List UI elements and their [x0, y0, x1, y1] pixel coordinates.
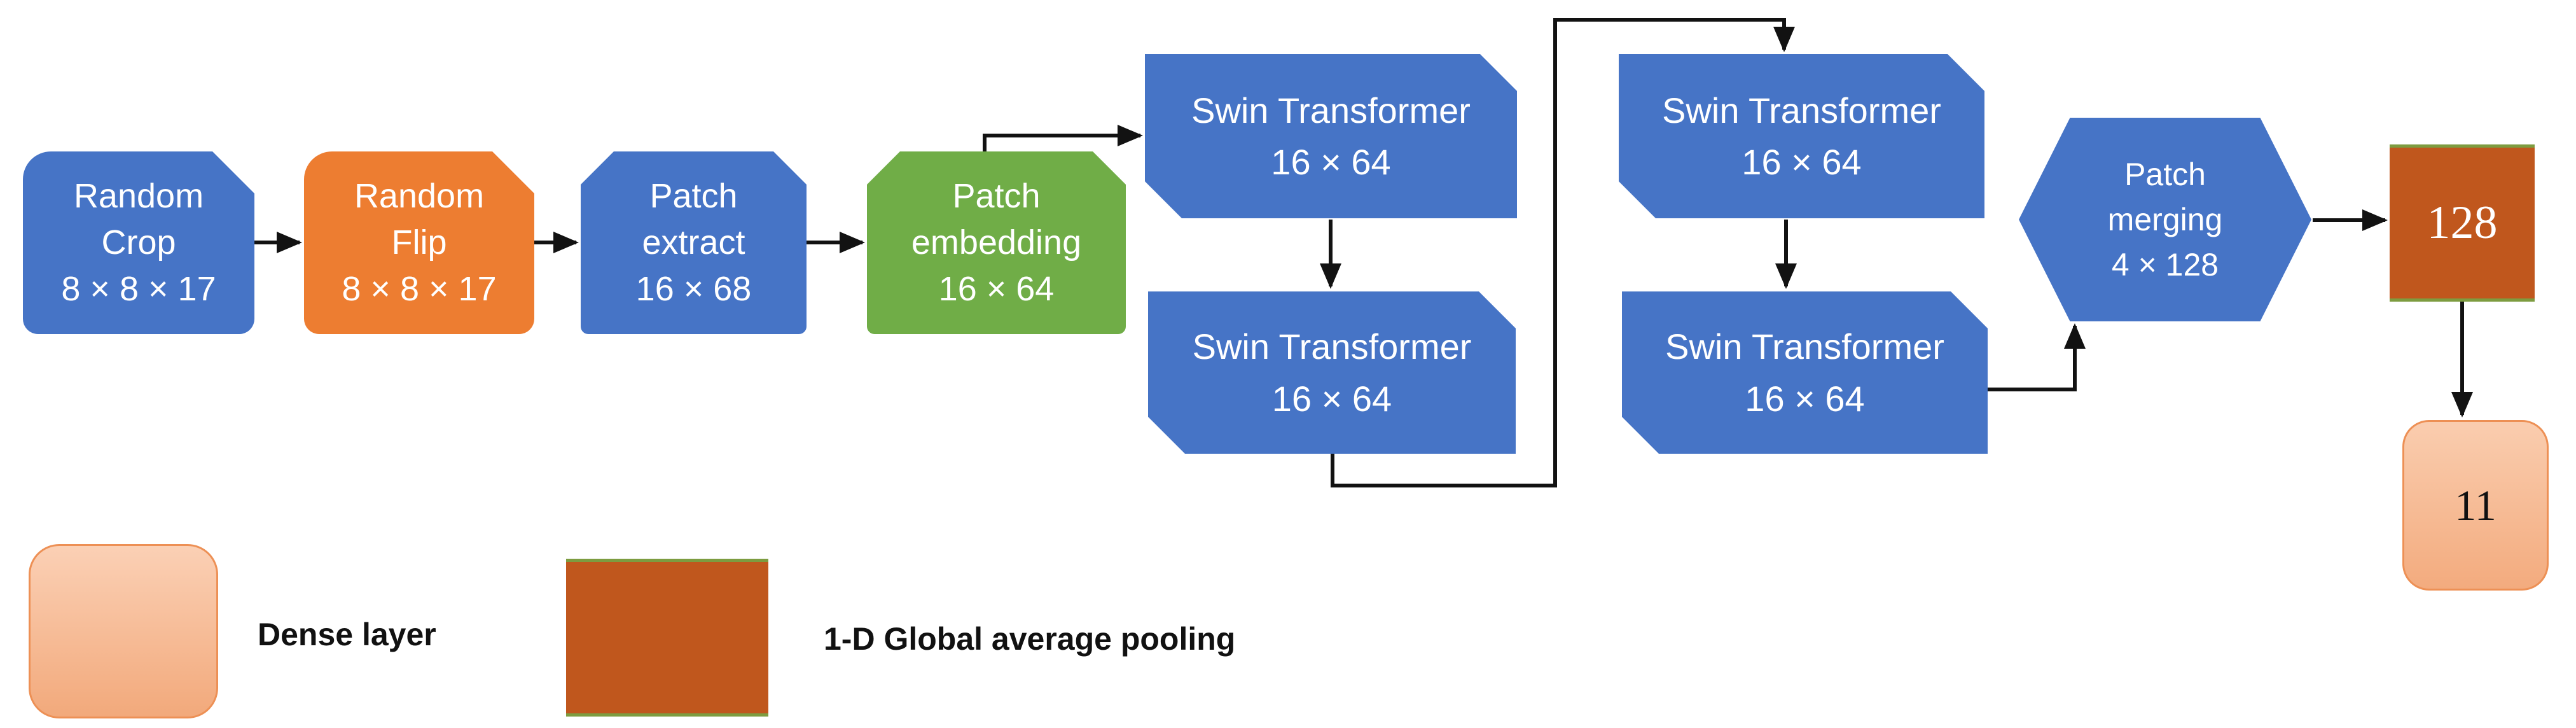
node-label-line: Swin Transformer: [1662, 90, 1941, 130]
node-swin-transformer-2: Swin Transformer 16 × 64: [1148, 291, 1516, 454]
node-random-crop: Random Crop 8 × 8 × 17: [23, 151, 254, 334]
node-label-line: Patch: [2124, 156, 2206, 192]
node-patch-merging: Patch merging 4 × 128: [2019, 118, 2311, 321]
legend-pooling-label: 1-D Global average pooling: [824, 621, 1236, 657]
node-value: 11: [2455, 480, 2496, 529]
node-label-line: embedding: [911, 223, 1082, 262]
node-dimension-line: 16 × 68: [635, 269, 752, 308]
node-dimension-line: 16 × 64: [938, 269, 1055, 308]
node-value: 128: [2427, 197, 2498, 249]
node-label-line: Patch: [649, 177, 738, 216]
node-swin-transformer-1: Swin Transformer 16 × 64: [1145, 54, 1517, 218]
node-label-line: merging: [2107, 201, 2223, 237]
node-dense-output-11: 11: [2402, 420, 2549, 591]
node-dimension-line: 16 × 64: [1271, 378, 1392, 419]
node-label-line: Flip: [391, 223, 447, 262]
node-random-flip: Random Flip 8 × 8 × 17: [304, 151, 534, 334]
node-label-line: Crop: [101, 223, 176, 262]
node-label-line: Swin Transformer: [1191, 90, 1471, 130]
node-label-line: Patch: [952, 177, 1041, 216]
node-patch-extract: Patch extract 16 × 68: [581, 151, 807, 334]
node-swin-transformer-3: Swin Transformer 16 × 64: [1619, 54, 1984, 218]
node-label-line: Swin Transformer: [1192, 326, 1472, 367]
node-dimension-line: 4 × 128: [2111, 246, 2219, 283]
node-label-line: extract: [642, 223, 745, 262]
node-dimension-line: 16 × 64: [1271, 142, 1391, 182]
connector-swin2-to-swin3: [1331, 18, 1795, 487]
node-swin-transformer-4: Swin Transformer 16 × 64: [1622, 291, 1988, 454]
legend-dense-swatch: [29, 544, 218, 718]
node-label-line: Random: [354, 177, 485, 216]
node-dimension-line: 8 × 8 × 17: [342, 269, 497, 308]
connector-swin4-to-patch-merging: [1988, 323, 2086, 391]
node-patch-embedding: Patch embedding 16 × 64: [867, 151, 1126, 334]
node-label-line: Swin Transformer: [1665, 326, 1944, 367]
legend-dense-label: Dense layer: [258, 617, 436, 652]
node-global-average-pooling-128: 128: [2390, 144, 2535, 302]
legend-pooling-swatch: [566, 559, 768, 717]
node-dimension-line: 8 × 8 × 17: [61, 269, 216, 308]
connector-embedding-to-swin1: [983, 125, 1143, 153]
node-dimension-line: 16 × 64: [1745, 378, 1865, 419]
node-dimension-line: 16 × 64: [1742, 142, 1862, 182]
node-label-line: Random: [73, 177, 204, 216]
